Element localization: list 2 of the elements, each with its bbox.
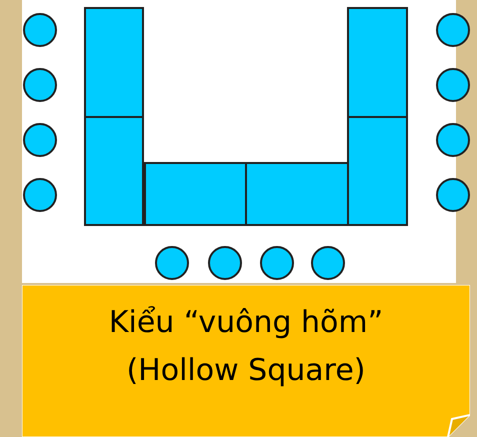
caption-text: Kiểu “vuông hõm” <box>108 305 384 340</box>
translation-text: (Hollow Square) <box>125 353 367 388</box>
